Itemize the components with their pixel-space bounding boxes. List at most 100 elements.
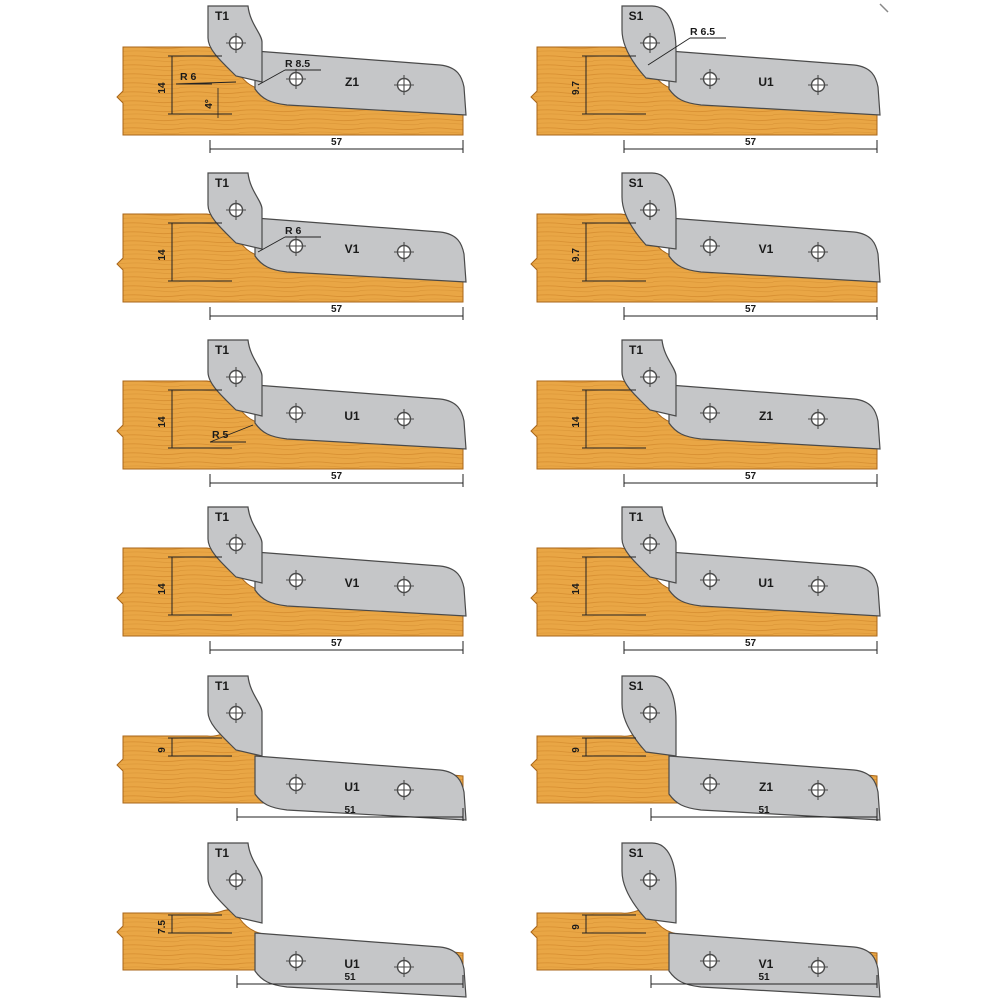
top-cutter-label: T1 <box>629 510 643 524</box>
width-value: 51 <box>344 805 356 816</box>
main-cutter-label: V1 <box>759 242 774 256</box>
cutter-bolt-icon <box>700 69 720 89</box>
height-dimension: 9.7 <box>571 55 646 115</box>
radius-value: R 5 <box>212 429 229 441</box>
width-dimension: 51 <box>650 972 878 988</box>
cutter-bolt-icon <box>808 957 828 977</box>
cutter-bolt-icon <box>700 403 720 423</box>
main-cutter-label: U1 <box>344 957 360 971</box>
height-dimension: 9.7 <box>571 222 646 282</box>
width-dimension: 57 <box>209 638 464 654</box>
width-value: 57 <box>745 638 757 649</box>
cutter-bolt-icon <box>226 703 246 723</box>
profile-cell-8: U1 T1 14 57 <box>530 506 881 654</box>
width-value: 57 <box>745 137 757 148</box>
width-value: 57 <box>331 137 343 148</box>
height-value: 14 <box>571 583 582 595</box>
main-cutter-label: V1 <box>759 957 774 971</box>
main-cutter-knife <box>254 50 467 116</box>
height-dimension: 9 <box>571 737 646 757</box>
cutter-bolt-icon <box>700 774 720 794</box>
height-value: 14 <box>157 416 168 428</box>
height-dimension: 14 <box>571 389 646 449</box>
cutter-bolt-icon <box>394 957 414 977</box>
height-value: 14 <box>157 82 168 94</box>
height-dimension: 14 <box>157 222 232 282</box>
main-cutter-knife <box>254 217 467 283</box>
height-dimension: 14 <box>571 556 646 616</box>
cutter-bolt-icon <box>640 703 660 723</box>
main-cutter-knife <box>668 384 881 450</box>
height-value: 14 <box>571 416 582 428</box>
height-dimension: 14 <box>157 55 232 115</box>
width-value: 57 <box>745 471 757 482</box>
cutter-bolt-icon <box>640 534 660 554</box>
main-cutter-knife <box>668 551 881 617</box>
top-cutter-label: T1 <box>215 846 229 860</box>
cutter-bolt-icon <box>640 870 660 890</box>
top-cutter-label: T1 <box>215 343 229 357</box>
top-cutter-label: T1 <box>629 343 643 357</box>
main-cutter-label: Z1 <box>759 780 773 794</box>
width-value: 51 <box>758 805 770 816</box>
corner-mark <box>879 3 889 13</box>
cutter-bolt-icon <box>286 69 306 89</box>
cutter-bolt-icon <box>700 236 720 256</box>
height-value: 9 <box>571 924 582 930</box>
main-cutter-label: V1 <box>345 576 360 590</box>
cutter-bolt-icon <box>700 951 720 971</box>
cutter-bolt-icon <box>226 870 246 890</box>
cutter-bolt-icon <box>640 367 660 387</box>
radius-value: R 6 <box>180 71 197 83</box>
width-dimension: 57 <box>209 471 464 487</box>
main-cutter-knife <box>254 551 467 617</box>
width-value: 51 <box>758 972 770 983</box>
top-cutter-label: T1 <box>215 679 229 693</box>
cutter-bolt-icon <box>226 33 246 53</box>
main-cutter-label: U1 <box>758 576 774 590</box>
cutter-bolt-icon <box>640 200 660 220</box>
height-dimension: 9 <box>157 737 232 757</box>
height-value: 14 <box>157 249 168 261</box>
height-value: 9.7 <box>571 81 582 95</box>
cutter-bolt-icon <box>394 409 414 429</box>
top-cutter-label: S1 <box>629 846 644 860</box>
cutter-bolt-icon <box>286 951 306 971</box>
width-dimension: 57 <box>209 304 464 320</box>
height-dimension: 9 <box>571 914 646 934</box>
width-dimension: 57 <box>623 471 878 487</box>
width-value: 57 <box>331 304 343 315</box>
main-cutter-knife <box>668 50 881 116</box>
top-cutter-label: T1 <box>215 510 229 524</box>
cutter-bolt-icon <box>226 367 246 387</box>
cutter-bolt-icon <box>394 75 414 95</box>
top-cutter-label: S1 <box>629 9 644 23</box>
main-cutter-knife <box>668 217 881 283</box>
main-cutter-label: Z1 <box>345 75 359 89</box>
top-cutter-label: S1 <box>629 679 644 693</box>
main-cutter-label: Z1 <box>759 409 773 423</box>
height-value: 9 <box>157 747 168 753</box>
cutter-bolt-icon <box>700 570 720 590</box>
width-value: 57 <box>745 304 757 315</box>
cutter-bolt-icon <box>286 774 306 794</box>
cutter-bolt-icon <box>394 576 414 596</box>
radius-callout: R 6 <box>175 71 237 85</box>
main-cutter-knife <box>254 384 467 450</box>
radius-value: R 8.5 <box>285 58 310 70</box>
width-dimension: 57 <box>209 137 464 153</box>
radius-value: R 6 <box>285 225 302 237</box>
radius-callout: R 5 <box>209 424 254 443</box>
cutter-bolt-icon <box>808 242 828 262</box>
width-value: 51 <box>344 972 356 983</box>
radius-value: R 6.5 <box>690 26 715 38</box>
cutter-bolt-icon <box>286 403 306 423</box>
cutter-bolt-icon <box>640 33 660 53</box>
